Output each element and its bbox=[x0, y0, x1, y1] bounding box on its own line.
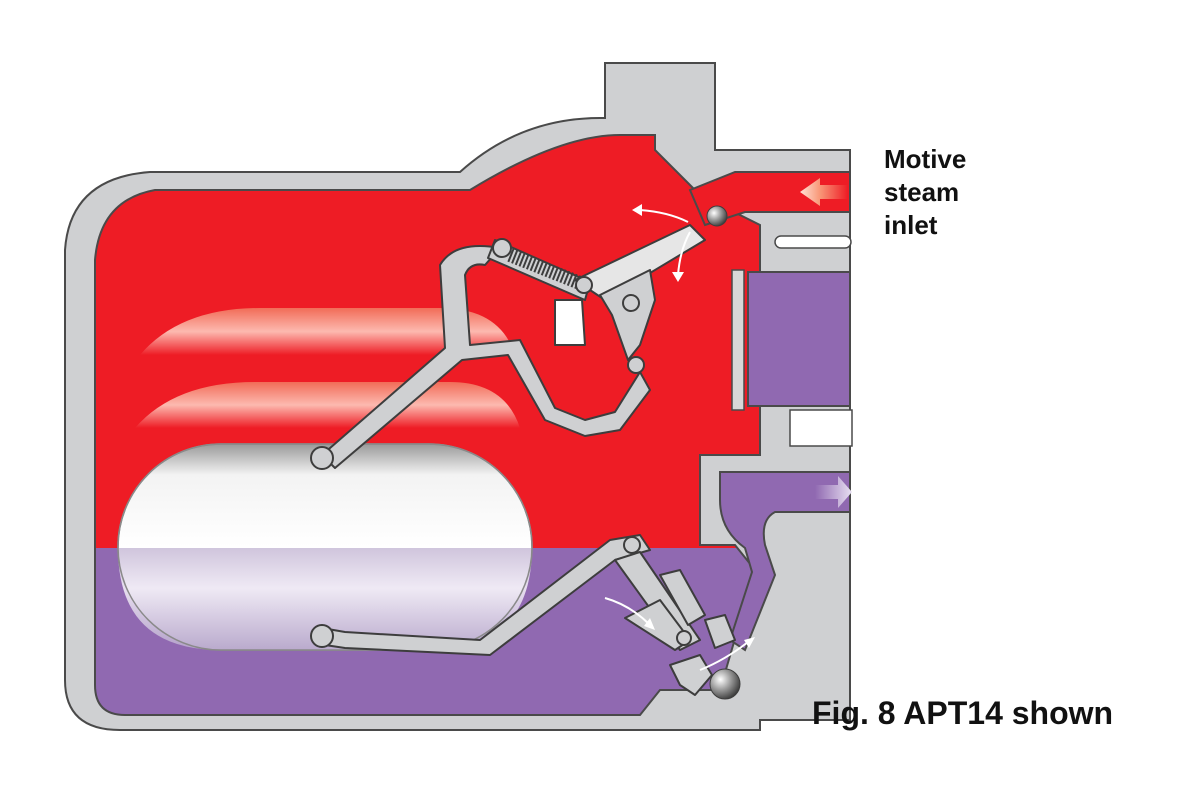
outlet-valve-ball bbox=[709, 668, 741, 700]
upper-lever-pivot bbox=[492, 238, 512, 258]
inlet-label-line-3: inlet bbox=[884, 210, 938, 240]
spring bbox=[507, 248, 588, 292]
float-upper-pivot bbox=[310, 446, 334, 470]
spring-pivot bbox=[575, 276, 593, 294]
exhaust-passage bbox=[747, 271, 851, 407]
lower-link-pivot bbox=[676, 630, 692, 646]
float bbox=[117, 443, 533, 651]
inlet-label-line-2: steam bbox=[884, 177, 960, 207]
inlet-label-line-1: Motive bbox=[884, 144, 967, 174]
lower-snap-pivot bbox=[627, 356, 645, 374]
float-lower-pivot bbox=[310, 624, 334, 648]
lower-lever-mechanism bbox=[321, 534, 736, 696]
arrow-left-icon bbox=[800, 178, 848, 206]
arrow-right-icon bbox=[815, 476, 852, 508]
steam-streak-upper bbox=[140, 308, 515, 355]
outlet-passage bbox=[719, 471, 851, 652]
inlet-valve-ball bbox=[706, 205, 728, 227]
divider-plate bbox=[731, 269, 745, 411]
inlet-groove bbox=[774, 235, 852, 249]
lower-lever-pivot bbox=[623, 536, 641, 554]
figure-caption: Fig. 8 APT14 shown bbox=[812, 695, 1114, 731]
exhaust-groove bbox=[789, 409, 853, 447]
flow-arrows bbox=[604, 204, 755, 671]
snap-pivot bbox=[622, 294, 640, 312]
motive-steam-inlet-label: Motive steam inlet bbox=[884, 143, 966, 242]
